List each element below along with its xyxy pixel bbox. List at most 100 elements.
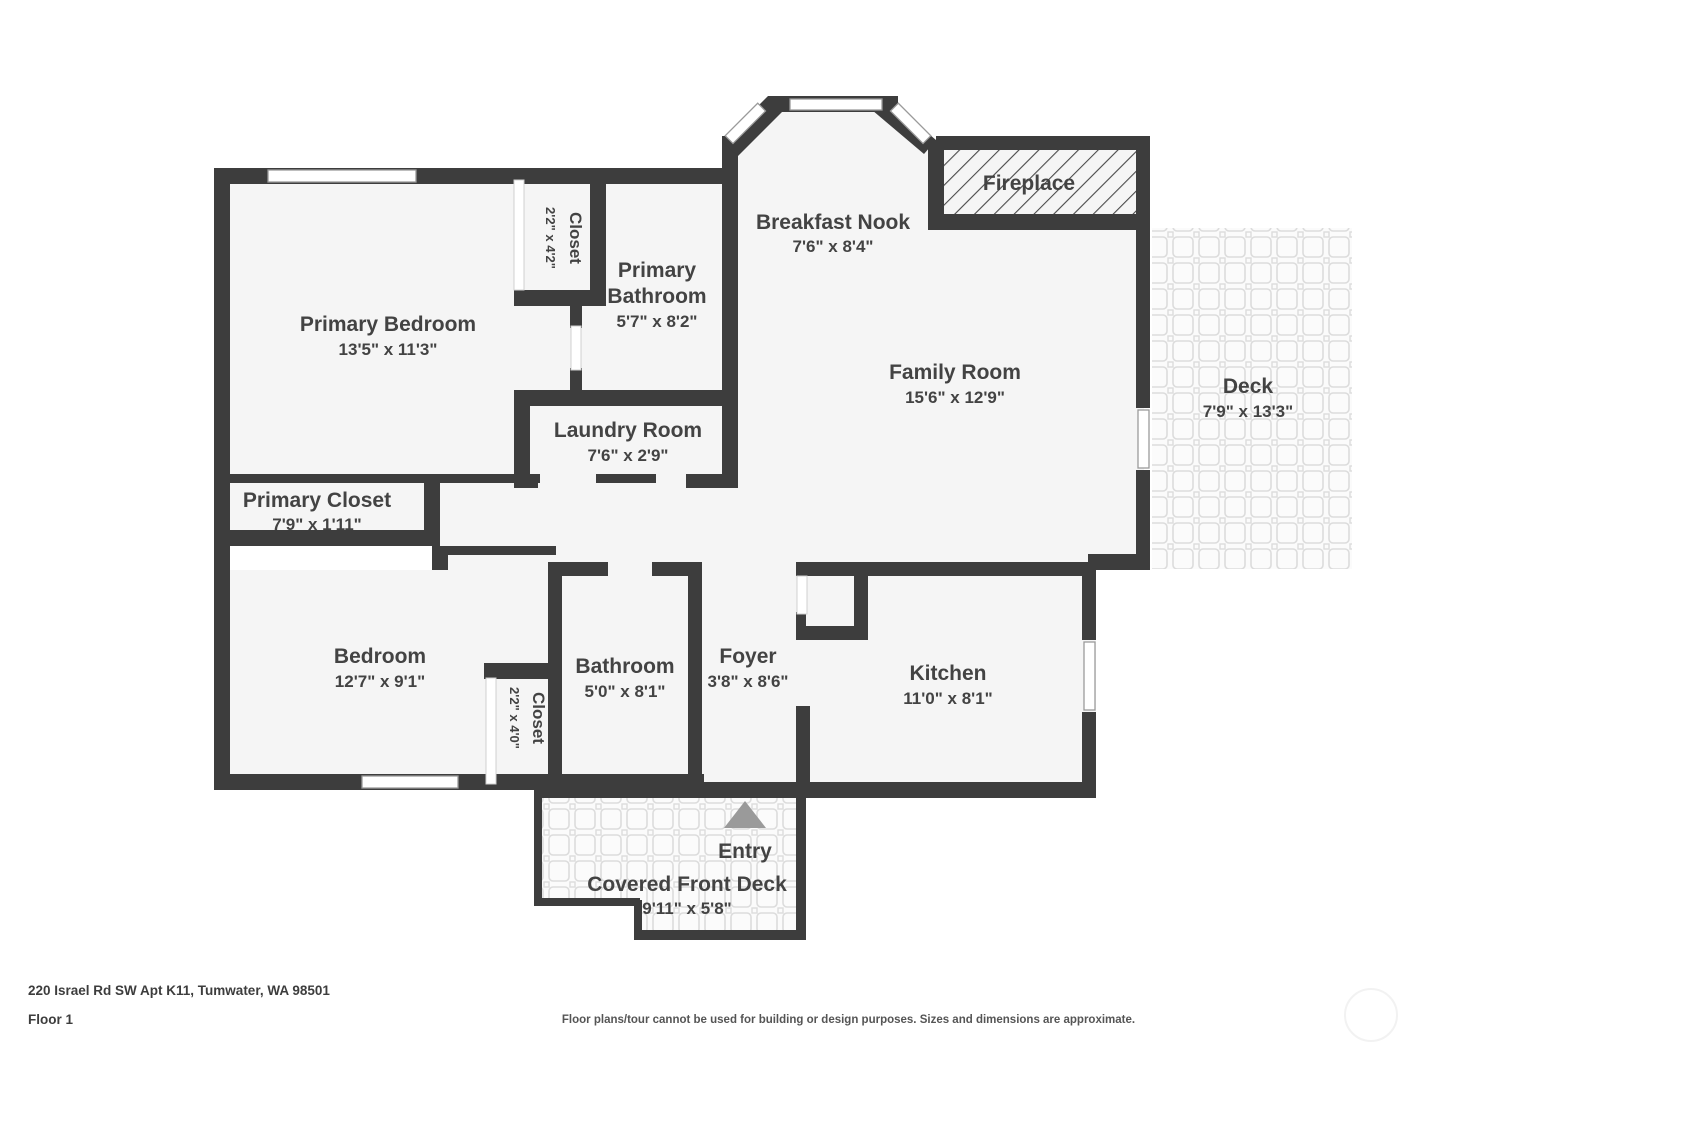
wall-laundry-top (514, 390, 574, 406)
wall-pcloset-right (424, 474, 440, 546)
wall-kitchen-right-lower (1082, 712, 1096, 796)
wall-closet-b-top (484, 663, 556, 679)
property-address: 220 Israel Rd SW Apt K11, Tumwater, WA 9… (28, 983, 330, 998)
floor-fills (222, 104, 1352, 936)
door-coat-closet (796, 575, 808, 615)
hallway-floor (432, 481, 802, 570)
wall-pbr-left (214, 168, 230, 488)
wall-pbath-right (722, 168, 738, 400)
foyer-floor (694, 570, 804, 788)
label-breakfast-nook-dim: 7'6" x 8'4" (793, 237, 874, 256)
label-covered-front-deck-dim: 9'11" x 5'8" (642, 899, 731, 918)
label-bathroom: Bathroom (575, 655, 674, 678)
floor-label: Floor 1 (28, 1012, 74, 1027)
wall-foyer-right (796, 706, 810, 798)
window-kitchen-right (1083, 641, 1096, 711)
label-entry: Entry (718, 840, 772, 863)
primary-closet-floor (222, 481, 432, 538)
window-nook-right-diag (889, 102, 932, 145)
label-closet-primary-dim: 2'2" x 4'2" (543, 207, 558, 269)
window-nook-left-diag (724, 102, 767, 145)
label-laundry-room: Laundry Room (554, 419, 702, 442)
label-bedroom: Bedroom (334, 645, 426, 668)
wall-laundry-bottom-seg (514, 474, 538, 488)
wall-cfd-left (534, 782, 542, 906)
window-primary-bedroom (267, 169, 417, 183)
wall-pcloset-top (214, 474, 440, 483)
wall-fireplace-top (936, 136, 1150, 150)
label-family-room: Family Room (889, 361, 1021, 384)
wall-hall-lower-seg (548, 562, 608, 576)
wall-laundry-left (514, 398, 530, 484)
wall-coat-right (854, 562, 868, 640)
wall-fireplace-bottom (936, 214, 1150, 230)
wall-kitchen-bottom (796, 782, 1096, 798)
wall-hall-top-mid (596, 474, 656, 483)
label-bathroom-dim: 5'0" x 8'1" (585, 682, 666, 701)
disclaimer-text: Floor plans/tour cannot be used for buil… (561, 1014, 1136, 1026)
wall-family-bottom-right (1088, 554, 1150, 570)
label-closet-primary: Closet (566, 212, 585, 264)
wall-coat-bottom (796, 626, 868, 640)
wall-cfd-left-lower (634, 900, 642, 940)
wall-family-right (1136, 228, 1150, 408)
wall-closet-p-right (590, 168, 606, 298)
wall-bedroom-left (214, 546, 230, 790)
wall-pbath-doorjamb2 (570, 368, 582, 392)
label-primary-bedroom: Primary Bedroom (300, 313, 476, 336)
window-bedroom-bottom (361, 775, 459, 789)
wall-family-right-lower (1136, 470, 1150, 570)
wall-pcloset-bottom (214, 530, 440, 546)
wall-kitchen-right (1082, 562, 1096, 640)
wall-bath-right (688, 562, 702, 790)
label-primary-bathroom-2: Bathroom (607, 285, 706, 308)
watermark-circle-icon (1344, 988, 1398, 1042)
coat-closet-floor (800, 570, 864, 632)
label-primary-bathroom: Primary (618, 259, 697, 282)
label-primary-closet: Primary Closet (243, 489, 391, 512)
label-kitchen: Kitchen (909, 662, 986, 685)
label-breakfast-nook: Breakfast Nook (756, 211, 910, 234)
wall-cfd-top (540, 782, 810, 798)
label-bedroom-dim: 12'7" x 9'1" (335, 672, 425, 691)
windows (267, 98, 1150, 789)
door-closet-bedroom (485, 677, 497, 785)
closet-primary-floor (518, 176, 598, 298)
wall-hall-top-left (432, 474, 540, 483)
label-foyer-dim: 3'8" x 8'6" (708, 672, 789, 691)
wall-laundry-right (722, 398, 738, 484)
label-deck-dim: 7'9" x 13'3" (1203, 402, 1293, 421)
label-closet-bedroom-dim: 2'2" x 4'0" (507, 687, 522, 749)
label-covered-front-deck: Covered Front Deck (587, 873, 787, 896)
wall-nook-right-upper (928, 140, 944, 230)
label-fireplace: Fireplace (983, 172, 1075, 195)
wall-cfd-right (796, 782, 806, 938)
label-foyer: Foyer (719, 645, 776, 668)
closet-bedroom-floor (489, 671, 555, 788)
laundry-room-floor (518, 398, 730, 481)
fireplace-hatch (936, 143, 1144, 219)
family-room-floor (730, 104, 1144, 562)
window-family-right (1137, 409, 1150, 469)
door-closet-primary (513, 179, 525, 291)
wall-bath-left (548, 562, 562, 790)
label-primary-closet-dim: 7'9" x 1'11" (272, 515, 361, 534)
primary-bathroom-floor (598, 176, 730, 398)
wall-cfd-step (534, 898, 640, 906)
wall-closet-p-bottom (514, 290, 606, 306)
wall-pcloset-left (214, 474, 230, 546)
window-nook-top (789, 98, 883, 111)
label-closet-bedroom: Closet (529, 692, 548, 744)
wall-fireplace-right (1136, 136, 1150, 228)
label-kitchen-dim: 11'0" x 8'1" (903, 689, 992, 708)
wall-coat-left-lower (796, 612, 806, 640)
label-deck: Deck (1223, 375, 1274, 398)
label-primary-bathroom-dim: 5'7" x 8'2" (617, 312, 698, 331)
wall-coat-top (796, 562, 868, 576)
wall-bedroom-right-upper (440, 546, 556, 555)
bathroom-floor (554, 570, 694, 788)
wall-kitchen-top (860, 562, 1096, 576)
deck-floor (1152, 228, 1352, 569)
